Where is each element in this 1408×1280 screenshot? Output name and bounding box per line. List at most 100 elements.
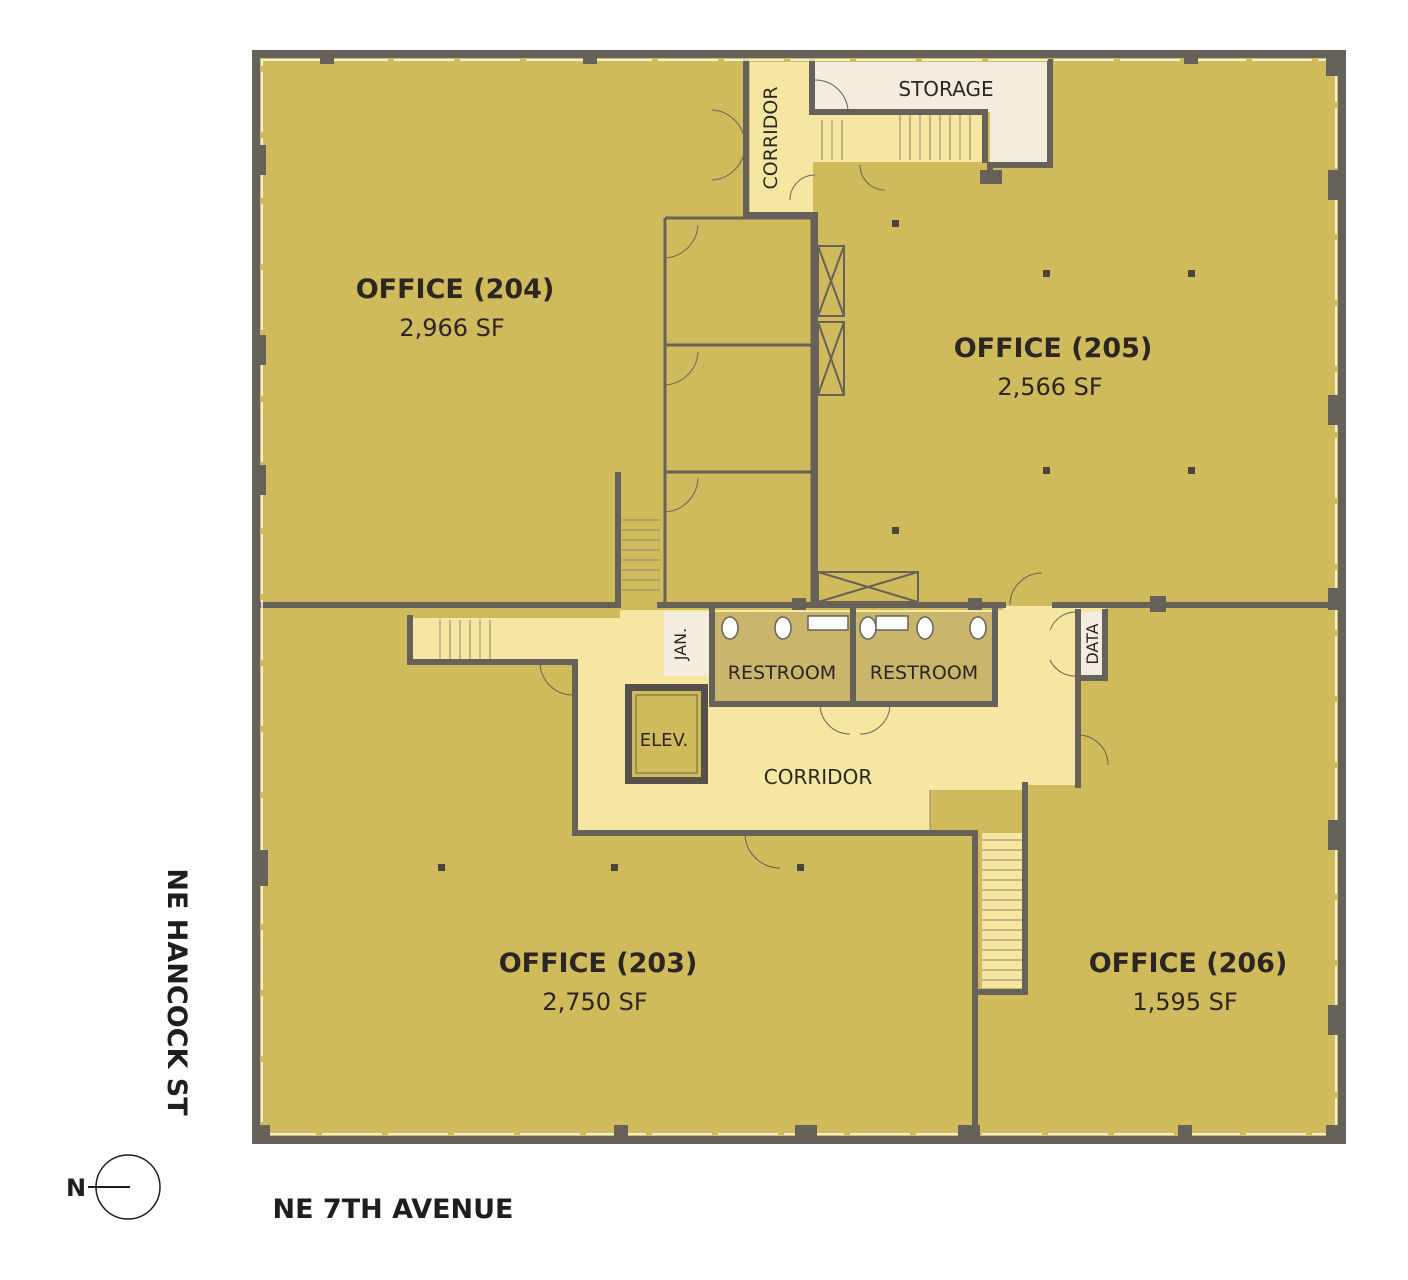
door-arc [1049, 659, 1079, 677]
elevator-car-outline [635, 694, 698, 774]
pilaster [795, 1125, 817, 1140]
door-arc [664, 224, 699, 259]
wall [1075, 609, 1108, 681]
office-205-room[interactable] [820, 62, 1336, 602]
restroom-fixtures [721, 615, 987, 640]
pilaster [1326, 1125, 1342, 1140]
office-203-floor [263, 610, 975, 1133]
stairs-north [821, 115, 971, 160]
column-icon [438, 864, 445, 871]
pilasters [254, 52, 1342, 1140]
pilaster [320, 52, 334, 64]
north-corridor[interactable] [750, 62, 982, 215]
data-closet-label: DATA [1083, 623, 1102, 664]
door-arc [819, 703, 851, 735]
pilaster [1328, 170, 1342, 200]
door-arc [744, 832, 781, 869]
office-205-floor [820, 62, 1336, 602]
janitor-floor [664, 612, 710, 676]
door-arc [664, 351, 699, 386]
wall [809, 59, 988, 163]
janitor-closet[interactable] [664, 612, 710, 676]
column-icon [892, 527, 899, 534]
pilaster [980, 170, 1002, 184]
pilaster [254, 145, 266, 175]
column-icon [1188, 270, 1195, 277]
door-swings [539, 79, 1109, 869]
main-corridor-label: CORRIDOR [764, 765, 873, 789]
wall [260, 472, 621, 608]
column-icon [611, 864, 618, 871]
pilaster [583, 52, 597, 64]
pilaster [254, 465, 266, 495]
pilaster [254, 850, 268, 886]
data-closet-floor [1078, 612, 1105, 676]
pilaster [1328, 1005, 1342, 1035]
office-205-label: OFFICE (205) [954, 333, 1153, 364]
elevator-car [632, 691, 701, 777]
elevator[interactable] [625, 684, 708, 784]
door-arc [1049, 611, 1079, 631]
north-arrow-icon: N [66, 1154, 161, 1220]
office-204-room[interactable] [263, 62, 743, 605]
elevator-label: ELEV. [640, 730, 689, 751]
stairs-east [929, 790, 1022, 988]
toilet-icon [969, 616, 987, 640]
data-closet[interactable] [1078, 612, 1105, 676]
shaft-cross [817, 245, 845, 317]
office-206-area: 1,595 SF [1132, 988, 1237, 1016]
door-arc [789, 174, 816, 201]
pilaster [256, 1125, 270, 1140]
interior-walls [260, 59, 1339, 1136]
column-icon [1188, 467, 1195, 474]
door-arc [1009, 572, 1043, 606]
columns [438, 220, 1195, 871]
stairs-west [439, 519, 660, 660]
street-labels: NE HANCOCK ST NE 7TH AVENUE [161, 868, 514, 1225]
pilaster [1328, 395, 1342, 425]
storage-floor [812, 62, 1050, 165]
shaft-cross [817, 321, 845, 396]
door-arc [664, 477, 699, 513]
door-arc [711, 109, 746, 146]
sink-counter-icon [875, 615, 909, 631]
pilaster [254, 335, 266, 365]
shaft-cross [817, 571, 919, 603]
office-203-room[interactable] [263, 610, 975, 1133]
restroom-right-label: RESTROOM [870, 662, 978, 684]
room-labels: OFFICE (204) 2,966 SF OFFICE (205) 2,566… [356, 77, 1288, 1016]
north-corridor-floor [750, 62, 813, 215]
column-icon [1043, 467, 1050, 474]
pilaster [1184, 52, 1198, 64]
column-icon [1043, 270, 1050, 277]
sink-counter-icon [807, 615, 849, 631]
pilaster [1328, 820, 1342, 850]
pilaster [614, 1125, 628, 1140]
wall [977, 782, 1028, 995]
office-206-floor [980, 610, 1336, 1133]
door-arc [814, 79, 849, 111]
north-corridor-label: CORRIDOR [760, 86, 782, 189]
restroom-left-label: RESTROOM [728, 662, 836, 684]
north-stair-landing [812, 112, 982, 162]
pilaster [1328, 588, 1342, 610]
wall [743, 59, 818, 608]
street-south-label: NE 7TH AVENUE [272, 1194, 513, 1225]
pilaster [968, 598, 982, 610]
pilaster [1326, 52, 1342, 76]
column-icon [797, 864, 804, 871]
toilet-icon [721, 616, 739, 640]
office-203-label: OFFICE (203) [499, 948, 698, 979]
pilaster [958, 1125, 980, 1140]
toilet-icon [774, 616, 792, 640]
office-205-area: 2,566 SF [997, 373, 1102, 401]
office-206-room[interactable] [980, 610, 1336, 1133]
door-arc [859, 703, 891, 735]
door-arc [859, 164, 886, 191]
janitor-label: JAN. [671, 628, 690, 661]
storage-room[interactable] [812, 62, 1050, 165]
north-arrow-label: N [66, 1174, 86, 1202]
office-204-floor [263, 62, 743, 605]
office-206-label: OFFICE (206) [1089, 948, 1288, 979]
